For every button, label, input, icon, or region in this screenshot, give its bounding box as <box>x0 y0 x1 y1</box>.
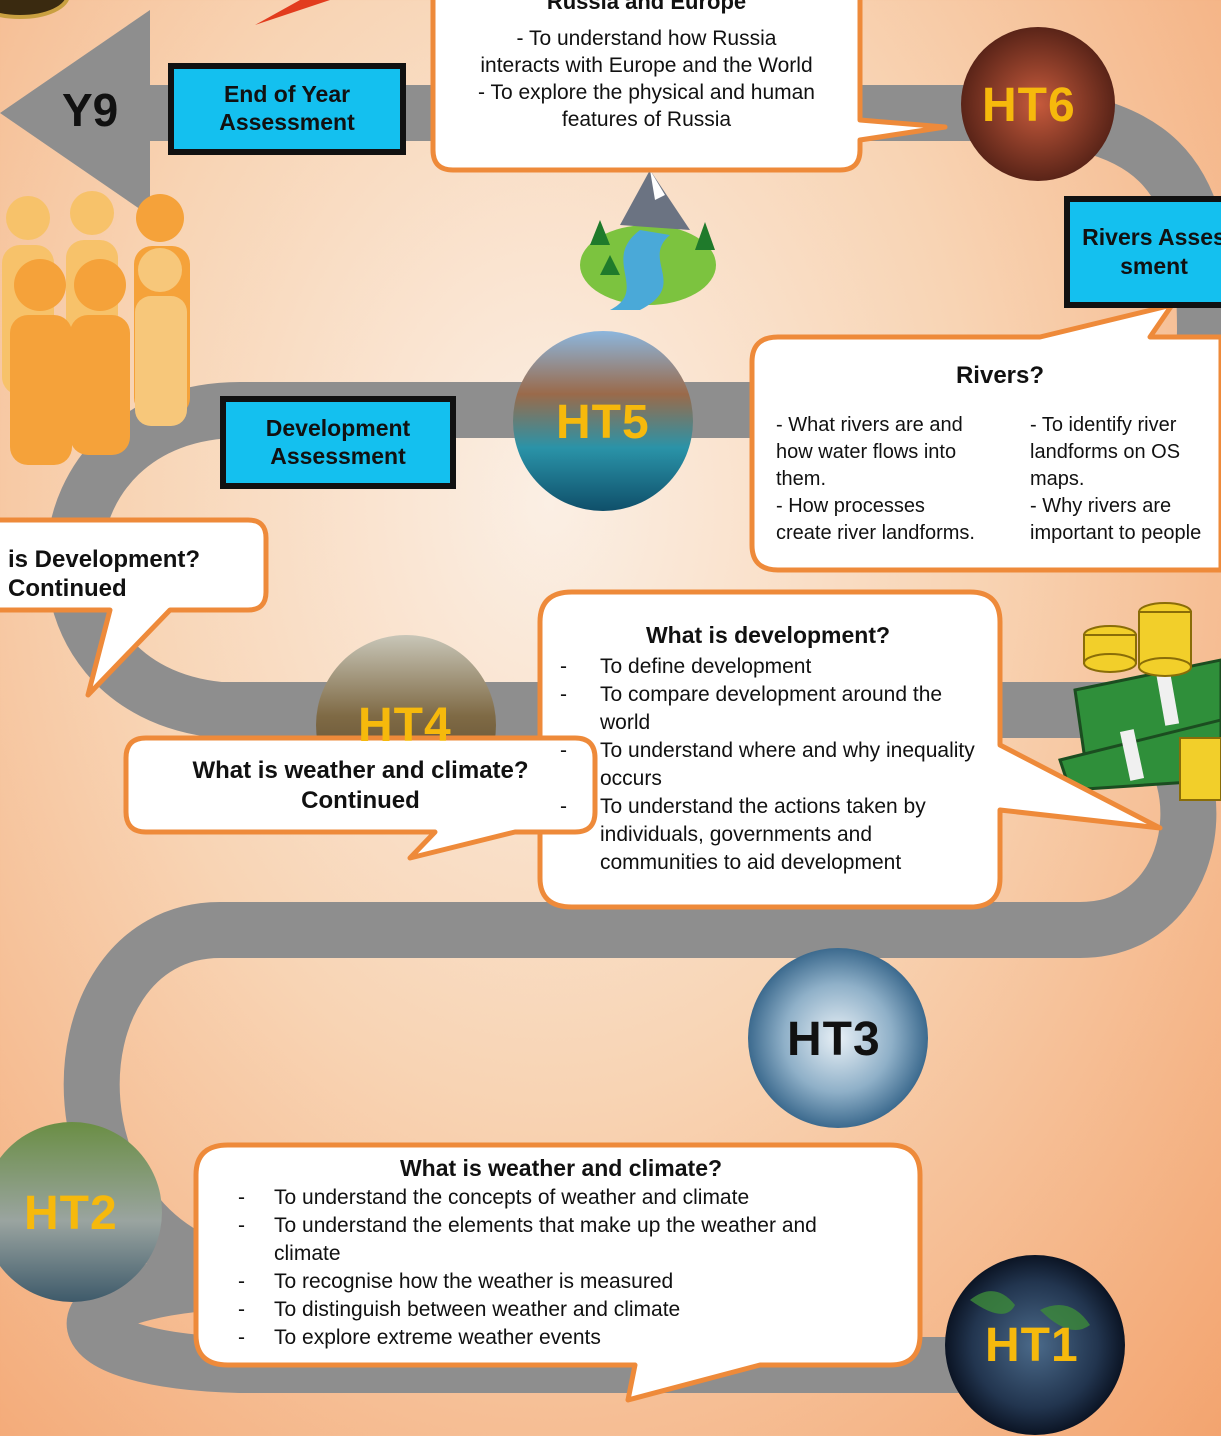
people-icon <box>2 191 190 465</box>
ht5-label: HT5 <box>556 396 650 449</box>
development-continued-bubble <box>0 517 269 698</box>
logo-icon <box>0 0 69 19</box>
russia-bubble-text: Russia and Europe - To understand how Ru… <box>433 0 860 133</box>
weather-continued-line-2: Continued <box>301 787 420 814</box>
end-of-year-assessment-label: End of Year Assessment <box>219 81 355 135</box>
ht1-label: HT1 <box>985 1319 1079 1372</box>
development-assessment-label: Development Assessment <box>265 414 411 469</box>
road-arrow-head <box>0 10 150 216</box>
rivers-right-line: - Why rivers are <box>1030 495 1172 517</box>
money-icon <box>1058 602 1221 801</box>
rivers-left-line: create river landforms. <box>776 522 975 544</box>
development-assessment-box: Development Assessment <box>220 396 456 489</box>
weather-continued-text: What is weather and climate? Continued <box>126 756 595 816</box>
rivers-assessment-label: Rivers Assessment <box>1082 224 1221 279</box>
end-of-year-assessment-box: End of Year Assessment <box>168 63 406 155</box>
russia-line-1: - To understand how Russia <box>516 27 777 50</box>
russia-title: Russia and Europe <box>546 0 747 14</box>
weather-item: To understand the elements that make up … <box>226 1212 896 1268</box>
weather-bubble-text: What is weather and climate? To understa… <box>226 1155 896 1352</box>
rivers-left-line: - What rivers are and <box>776 414 963 436</box>
russia-line-2: interacts with Europe and the World <box>480 54 813 77</box>
rivers-left-line: them. <box>776 468 827 490</box>
ht6-image <box>961 27 1115 181</box>
ht3-image <box>748 948 928 1128</box>
development-list: To define development To compare develop… <box>548 653 988 877</box>
development-item: To compare development around the world <box>548 681 988 737</box>
rivers-right-line: maps. <box>1030 468 1085 490</box>
river-landscape-icon <box>580 170 716 310</box>
development-title: What is development? <box>645 622 891 648</box>
development-item: To understand the actions taken by indiv… <box>548 793 988 877</box>
rivers-right-column: - To identify river landforms on OS maps… <box>1030 412 1221 547</box>
weather-item: To understand the concepts of weather an… <box>226 1184 896 1212</box>
rivers-right-line: landforms on OS <box>1030 441 1181 463</box>
rivers-title: Rivers? <box>955 362 1045 389</box>
rivers-left-line: - How processes <box>776 495 925 517</box>
ht3-label: HT3 <box>787 1013 881 1066</box>
development-continued-text: is Development? Continued <box>0 545 260 603</box>
development-continued-line-2: Continued <box>8 575 127 602</box>
weather-item: To distinguish between weather and clima… <box>226 1296 896 1324</box>
weather-continued-line-1: What is weather and climate? <box>192 757 529 784</box>
weather-list: To understand the concepts of weather an… <box>226 1184 896 1352</box>
rivers-right-line: - To identify river <box>1030 414 1177 436</box>
ht5-image <box>513 331 693 511</box>
ht4-label: HT4 <box>358 699 452 752</box>
weather-item: To recognise how the weather is measured <box>226 1268 896 1296</box>
development-continued-line-1: is Development? <box>8 546 201 573</box>
russia-line-4: features of Russia <box>561 108 732 131</box>
rivers-right-line: important to people <box>1030 522 1202 544</box>
russia-line-3: - To explore the physical and human <box>478 81 815 104</box>
development-item: To define development <box>548 653 988 681</box>
development-item: To understand where and why inequality o… <box>548 737 988 793</box>
rivers-assessment-box: Rivers Assessment <box>1064 196 1221 308</box>
year-label: Y9 <box>62 84 119 136</box>
rivers-bubble <box>749 302 1221 573</box>
development-bubble-text: What is development? To define developme… <box>548 622 988 877</box>
rivers-left-column: - What rivers are and how water flows in… <box>776 412 1016 547</box>
weather-item: To explore extreme weather events <box>226 1324 896 1352</box>
russia-bubble <box>430 0 948 173</box>
ht2-label: HT2 <box>24 1187 118 1240</box>
red-arrow-icon <box>255 0 330 25</box>
ht2-image <box>0 1122 162 1302</box>
weather-title: What is weather and climate? <box>399 1155 723 1181</box>
rivers-left-line: how water flows into <box>776 441 957 463</box>
ht6-label: HT6 <box>982 79 1076 132</box>
